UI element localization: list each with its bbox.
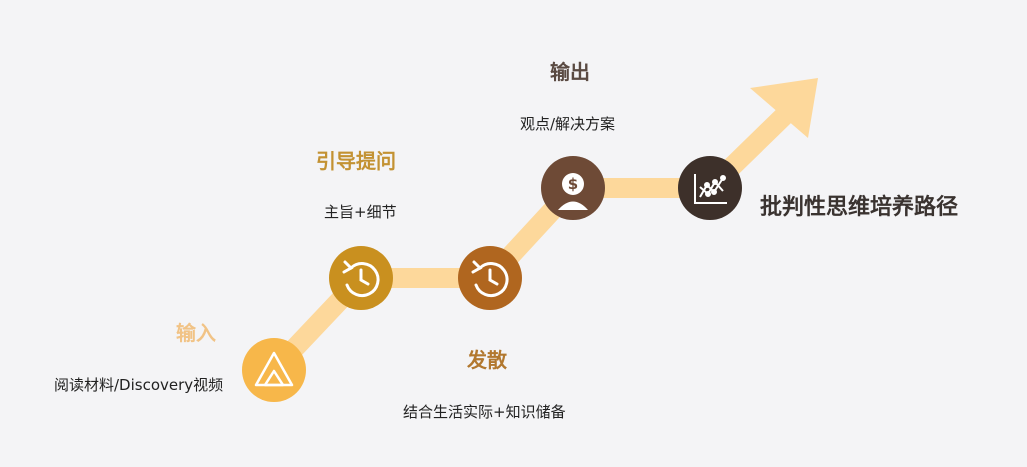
step-diverge-node bbox=[458, 246, 522, 310]
step-question-subtitle: 主旨+细节 bbox=[324, 203, 397, 221]
dollar-person-icon: $ bbox=[558, 173, 588, 210]
line-chart-icon bbox=[694, 174, 727, 204]
triangle-icon bbox=[254, 351, 294, 387]
step-diverge-title: 发散 bbox=[467, 348, 507, 372]
step-output-title: 输出 bbox=[550, 60, 590, 84]
step-diverge-subtitle: 结合生活实际+知识储备 bbox=[403, 403, 566, 421]
clock-icon bbox=[342, 260, 380, 298]
step-question-node bbox=[329, 246, 393, 310]
step-input-title: 输入 bbox=[176, 321, 216, 345]
step-question-title: 引导提问 bbox=[316, 149, 396, 173]
svg-text:$: $ bbox=[568, 175, 578, 193]
step-output-subtitle: 观点/解决方案 bbox=[520, 115, 616, 133]
path-label: 批判性思维培养路径 bbox=[760, 194, 959, 220]
arrow-head bbox=[750, 78, 818, 138]
step-input-node bbox=[242, 338, 306, 402]
step-output-node: $ bbox=[541, 156, 605, 220]
step-result-node bbox=[678, 156, 742, 220]
clock-icon bbox=[471, 260, 509, 298]
step-input-subtitle: 阅读材料/Discovery视频 bbox=[54, 376, 224, 394]
